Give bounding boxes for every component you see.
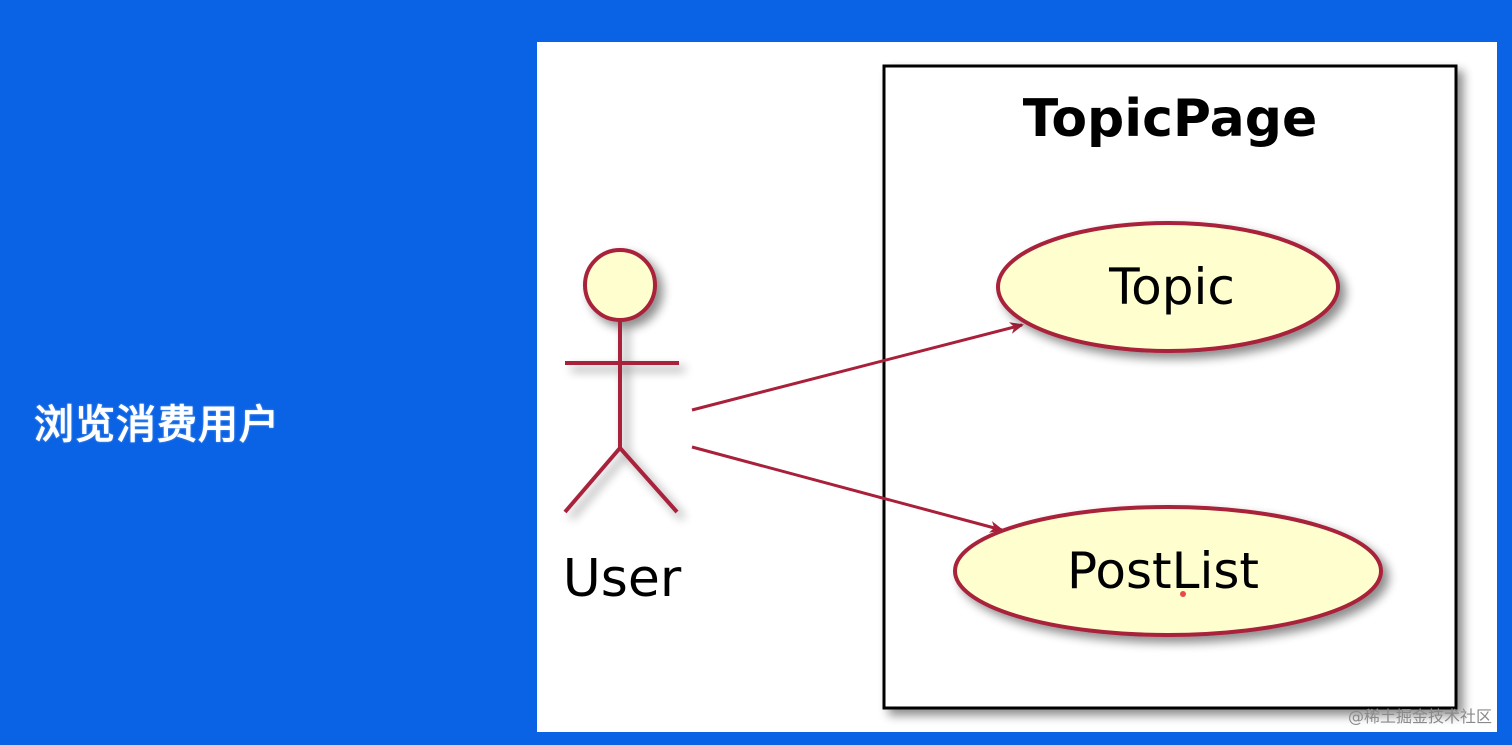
arrow-user-to-postlist bbox=[691, 445, 1004, 533]
use-case-postlist-label: PostList bbox=[1067, 542, 1259, 600]
use-case-topic bbox=[996, 221, 1340, 353]
system-boundary-label: TopicPage bbox=[1023, 89, 1317, 149]
actor-user-icon bbox=[563, 248, 679, 514]
association-arrows bbox=[691, 322, 1024, 533]
watermark: @稀土掘金技术社区 bbox=[1347, 707, 1492, 726]
actor-label: User bbox=[563, 549, 682, 609]
use-case-postlist bbox=[953, 505, 1383, 637]
arrow-user-to-topic bbox=[691, 322, 1024, 412]
cursor-dot bbox=[1180, 591, 1186, 597]
use-case-topic-label: Topic bbox=[1108, 258, 1235, 316]
slide-title: 浏览消费用户 bbox=[34, 402, 280, 448]
